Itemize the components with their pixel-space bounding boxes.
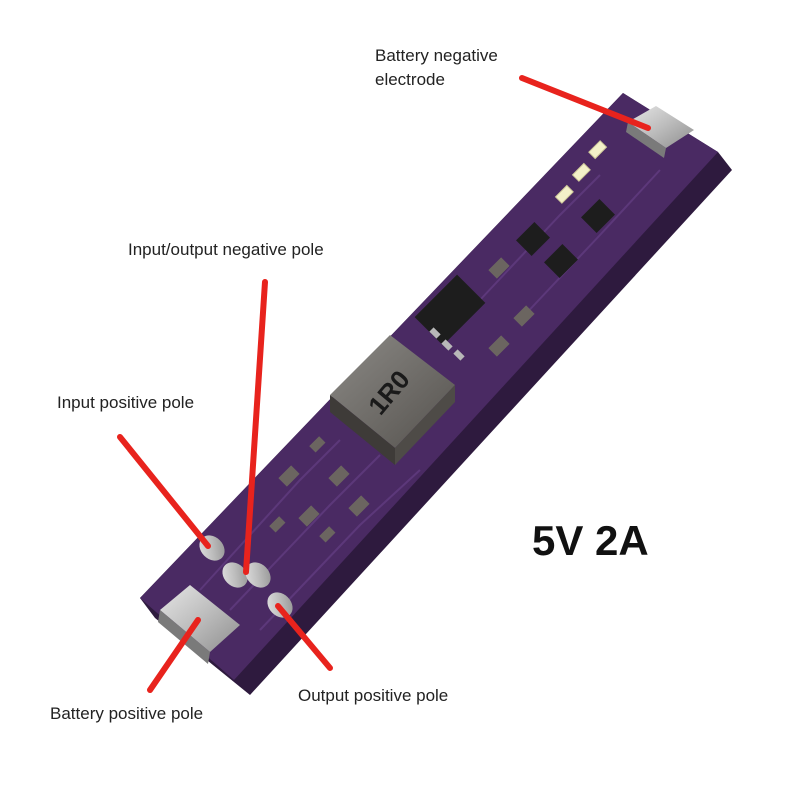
label-output-positive: Output positive pole bbox=[298, 686, 449, 705]
label-io-negative: Input/output negative pole bbox=[128, 240, 324, 259]
label-input-positive: Input positive pole bbox=[57, 393, 195, 412]
arrow-io-negative bbox=[243, 279, 268, 575]
arrow-battery-negative bbox=[519, 75, 651, 131]
arrow-output-positive bbox=[275, 603, 333, 671]
label-battery-negative: Battery negative electrode bbox=[375, 46, 498, 89]
label-battery-positive: Battery positive pole bbox=[50, 704, 204, 723]
status-leds bbox=[554, 140, 608, 204]
control-ics bbox=[516, 199, 615, 278]
inductor: 1R0 bbox=[330, 335, 455, 465]
pointer-lines bbox=[117, 75, 651, 693]
arrow-battery-positive bbox=[147, 617, 201, 693]
spec-rating: 5V 2A bbox=[532, 517, 649, 564]
battery-negative-pad bbox=[626, 106, 694, 158]
passive-components bbox=[269, 257, 535, 543]
arrow-input-positive bbox=[117, 434, 211, 549]
main-ic bbox=[414, 274, 486, 361]
